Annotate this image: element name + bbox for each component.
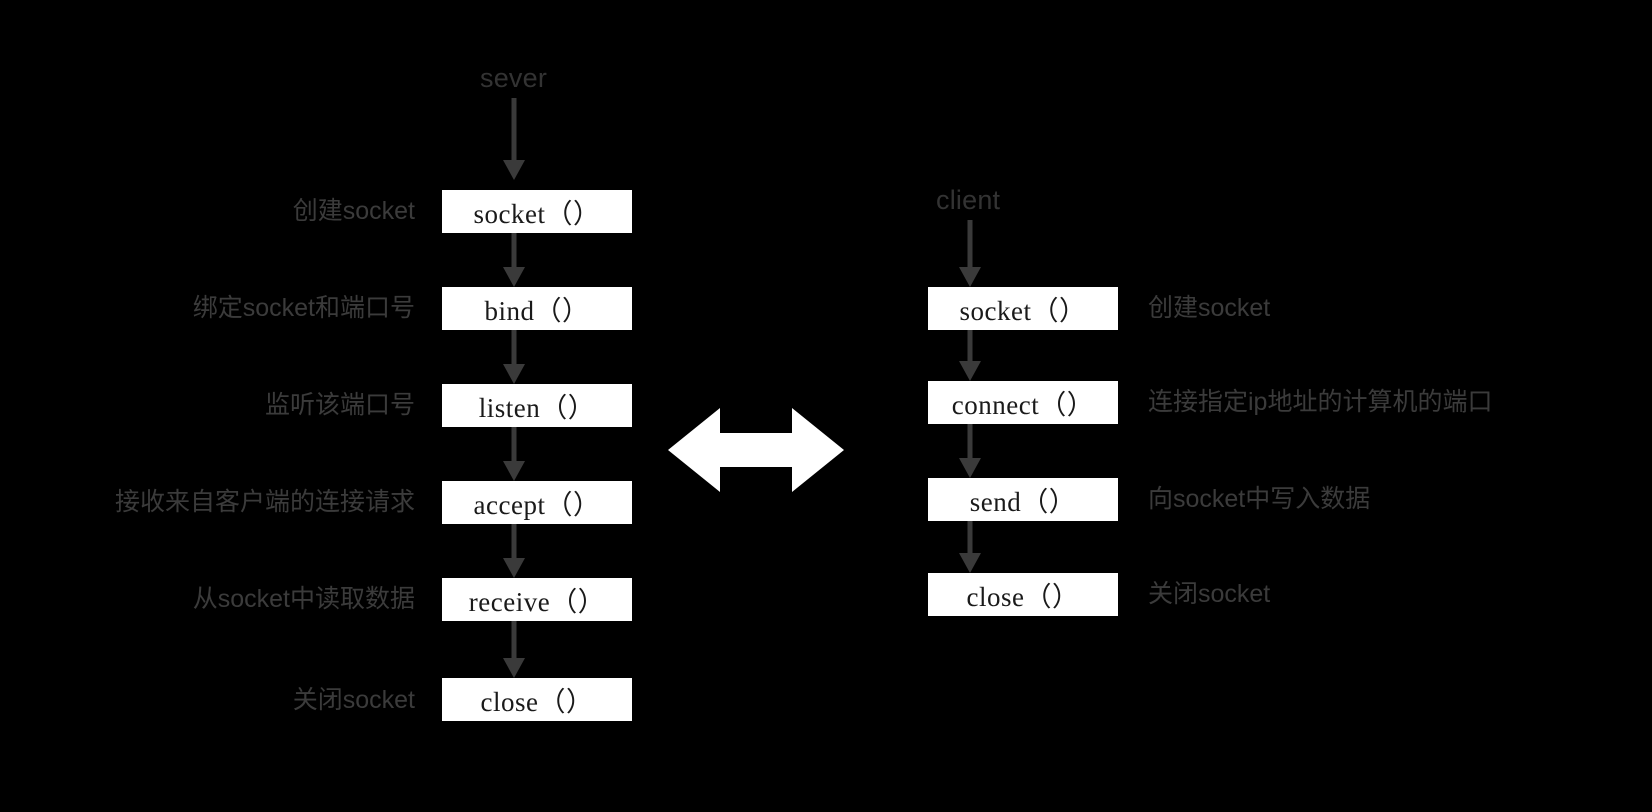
client-box-close[interactable]: close（） — [928, 573, 1118, 616]
server-label-listen: 监听该端口号 — [264, 391, 415, 419]
client-label-send: 向socket中写入数据 — [1148, 485, 1371, 513]
client-label-connect: 连接指定ip地址的计算机的端口 — [1148, 388, 1493, 416]
server-box-bind[interactable]: bind（） — [442, 287, 632, 330]
client-label-socket: 创建socket — [1148, 294, 1271, 322]
server-box-receive[interactable]: receive（） — [442, 578, 632, 621]
server-arrow-listen-to-accept — [503, 427, 525, 481]
server-box-listen[interactable]: listen（） — [442, 384, 632, 427]
server-arrow-header-to-socket — [503, 98, 525, 180]
client-arrow-header-to-socket — [959, 220, 981, 287]
client-label-close: 关闭socket — [1148, 580, 1271, 608]
client-box-connect[interactable]: connect（） — [928, 381, 1118, 424]
server-arrow-socket-to-bind — [503, 233, 525, 287]
server-label-bind: 绑定socket和端口号 — [192, 294, 415, 322]
client-box-send[interactable]: send（） — [928, 478, 1118, 521]
client-arrow-socket-to-connect — [959, 330, 981, 381]
bidirectional-arrow-icon — [668, 408, 844, 492]
server-column-header: sever — [480, 63, 548, 93]
server-box-accept[interactable]: accept（） — [442, 481, 632, 524]
client-arrow-send-to-close — [959, 521, 981, 573]
server-arrow-receive-to-close — [503, 621, 525, 678]
server-box-socket[interactable]: socket（） — [442, 190, 632, 233]
server-label-close: 关闭socket — [292, 686, 415, 714]
client-column-header: client — [936, 185, 1001, 215]
server-box-close[interactable]: close（） — [442, 678, 632, 721]
server-label-accept: 接收来自客户端的连接请求 — [114, 488, 415, 516]
server-label-receive: 从socket中读取数据 — [192, 585, 415, 613]
client-arrow-connect-to-send — [959, 424, 981, 478]
server-arrow-accept-to-receive — [503, 524, 525, 578]
server-label-socket: 创建socket — [292, 197, 415, 225]
server-arrow-bind-to-listen — [503, 330, 525, 384]
client-box-socket[interactable]: socket（） — [928, 287, 1118, 330]
